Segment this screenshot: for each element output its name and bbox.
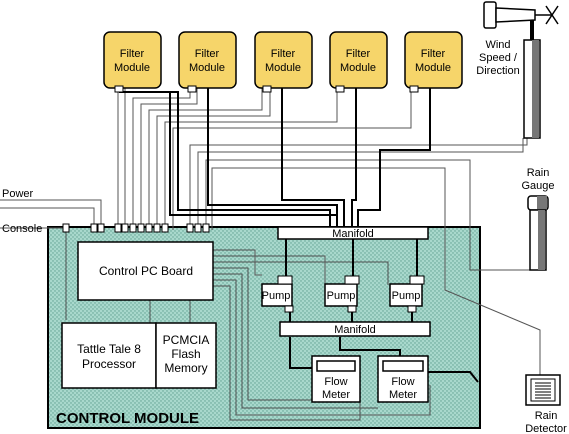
filter-module-4-label-1: Filter: [346, 48, 371, 60]
filter-module-5-label-1: Filter: [421, 48, 446, 60]
manifold-top: [277, 226, 429, 240]
filter-module-2-label-2: Module: [189, 62, 225, 74]
pump-3-label: Pump: [392, 290, 421, 302]
filter-module-3: Filter Module: [254, 31, 313, 93]
filter-module-2: Filter Module: [178, 31, 237, 93]
filter-module-4-label-2: Module: [340, 62, 376, 74]
rain-gauge-label-1: Rain: [527, 167, 550, 179]
flow-meter-2: Flow Meter: [377, 355, 429, 403]
pump-1-label: Pump: [262, 290, 291, 302]
manifold-bottom-label: Manifold: [334, 324, 376, 336]
control-pc-board-label: Control PC Board: [99, 264, 193, 278]
pcmcia-label-3: Memory: [164, 361, 207, 375]
rain-gauge-icon: [527, 195, 549, 271]
pump-2-label: Pump: [327, 290, 356, 302]
flow-meter-2-label-2: Meter: [389, 389, 417, 401]
manifold-bottom: [279, 321, 431, 337]
filter-module-1-label-1: Filter: [120, 48, 145, 60]
pcmcia-label-1: PCMCIA: [163, 333, 210, 347]
flow-meter-2-label-1: Flow: [391, 376, 414, 388]
filter-module-4: Filter Module: [329, 31, 388, 93]
filter-module-3-label-1: Filter: [271, 48, 296, 60]
pump-1: Pump: [261, 275, 294, 313]
wind-sensor-label-1: Wind: [485, 39, 510, 51]
wind-sensor-label-2: Speed /: [479, 52, 518, 64]
rain-detector-label-1: Rain: [535, 410, 558, 422]
power-label: Power: [2, 188, 34, 200]
control-pc-board: [77, 241, 214, 301]
flow-meter-1-label-1: Flow: [324, 376, 347, 388]
pcmcia-flash-memory: [155, 322, 217, 389]
flow-meter-1: Flow Meter: [311, 355, 361, 403]
wind-sensor-icon: [483, 1, 559, 139]
tattle-tale-label-1: Tattle Tale 8: [77, 342, 141, 356]
tattle-tale-label-2: Processor: [82, 357, 136, 371]
manifold-top-label: Manifold: [332, 228, 374, 240]
flow-meter-1-label-2: Meter: [322, 389, 350, 401]
console-label: Console: [2, 223, 42, 235]
pump-3: Pump: [389, 275, 425, 313]
filter-module-1: Filter Module: [103, 31, 162, 93]
pump-2: Pump: [324, 275, 360, 313]
filter-module-5-label-2: Module: [415, 62, 451, 74]
control-module-title: CONTROL MODULE: [56, 410, 199, 427]
rain-gauge-label-2: Gauge: [521, 180, 554, 192]
wind-sensor-label-3: Direction: [476, 65, 519, 77]
filter-module-2-label-1: Filter: [195, 48, 220, 60]
rain-detector-label-2: Detector: [525, 423, 567, 434]
connector-strip: [62, 223, 210, 233]
filter-module-1-label-2: Module: [114, 62, 150, 74]
signal-wiring: [0, 88, 541, 421]
filter-module-5: Filter Module: [404, 31, 463, 93]
filter-module-3-label-2: Module: [265, 62, 301, 74]
rain-detector-icon: [525, 374, 561, 406]
pcmcia-label-2: Flash: [171, 347, 200, 361]
tattle-tale-processor: [61, 322, 157, 389]
